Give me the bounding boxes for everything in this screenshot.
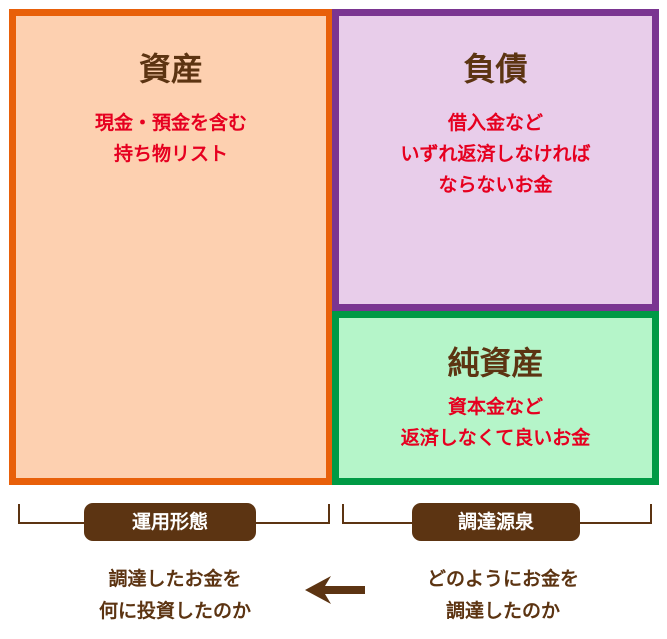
right-note: どのようにお金を調達したのか xyxy=(363,563,643,627)
liabilities-desc-line: 借入金など xyxy=(447,112,543,134)
equity-desc-line: 返済しなくて良いお金 xyxy=(400,427,591,449)
liabilities-box: 負債 借入金などいずれ返済しなければならないお金 xyxy=(332,9,659,311)
usage-label: 運用形態 xyxy=(84,503,256,541)
assets-title: 資産 xyxy=(138,50,203,88)
equity-desc-line: 資本金など xyxy=(447,396,543,418)
note-line: 調達したのか xyxy=(445,600,560,622)
source-label: 調達源泉 xyxy=(412,503,580,541)
assets-desc-line: 持ち物リスト xyxy=(113,143,228,165)
note-line: 調達したお金を xyxy=(108,568,242,590)
assets-desc-line: 現金・預金を含む xyxy=(94,112,247,134)
assets-box: 資産 現金・預金を含む持ち物リスト xyxy=(9,9,333,485)
liabilities-desc-line: いずれ返済しなければ xyxy=(400,143,591,165)
liabilities-desc-line: ならないお金 xyxy=(438,174,553,196)
equity-box: 純資産 資本金など返済しなくて良いお金 xyxy=(332,311,659,485)
liabilities-title: 負債 xyxy=(463,50,528,88)
arrow-left-icon xyxy=(305,576,365,604)
note-line: 何に投資したのか xyxy=(98,600,251,622)
left-note: 調達したお金を何に投資したのか xyxy=(35,563,315,627)
note-line: どのようにお金を xyxy=(426,568,579,590)
equity-title: 純資産 xyxy=(447,344,544,382)
